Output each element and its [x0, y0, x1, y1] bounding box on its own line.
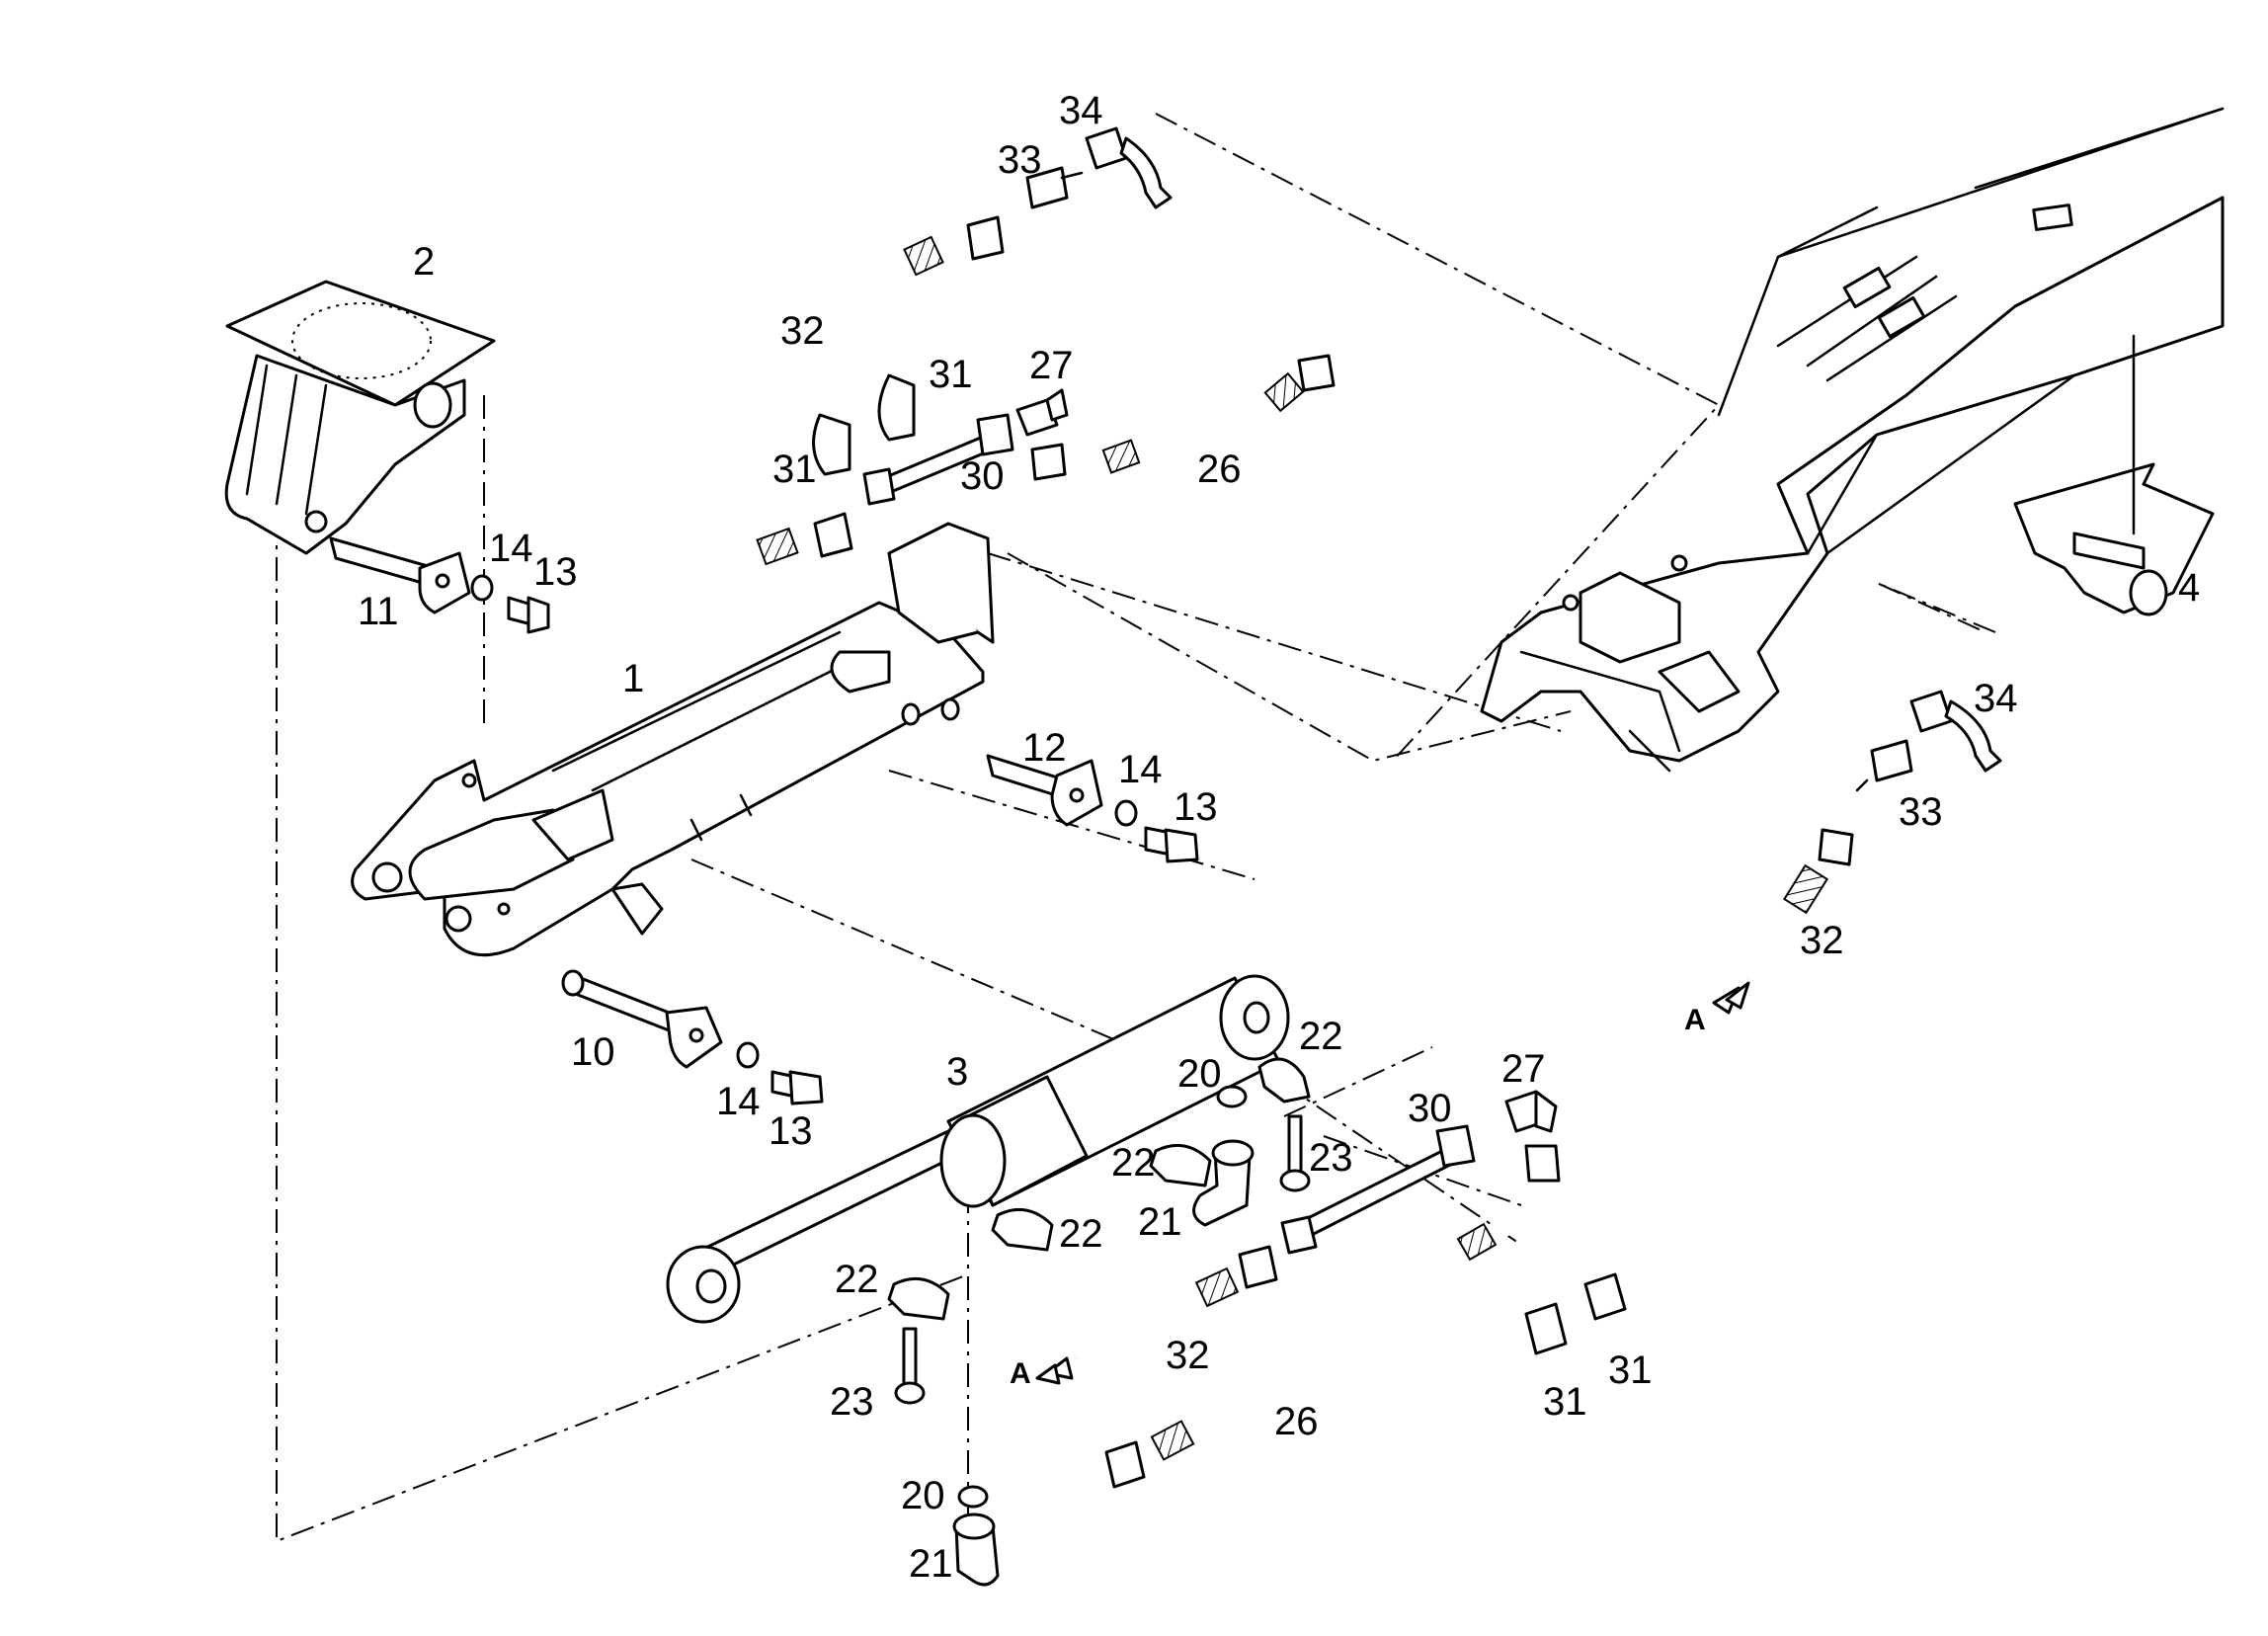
arrow-a-left — [1035, 1356, 1074, 1385]
screw-part-23-b — [894, 1327, 926, 1405]
swing-frame-part-1 — [351, 522, 995, 957]
callout-33-b: 33 — [1899, 790, 1943, 834]
clamp-part-22-d — [887, 1276, 950, 1321]
hydraulic-hose-part-26-b — [1104, 1144, 1561, 1489]
callout-31-a: 31 — [929, 353, 973, 396]
adapter-part-33-a — [1025, 166, 1084, 209]
excavator-boom — [1480, 107, 2225, 773]
callout-20-a: 20 — [1177, 1052, 1222, 1096]
adapter-part-33-b — [1855, 739, 1913, 792]
arrow-a-left-label: A — [1010, 1357, 1031, 1390]
callout-14-b: 14 — [1118, 748, 1163, 791]
callout-27-b: 27 — [1501, 1047, 1546, 1091]
elbow-fitting-part-21-a — [1192, 1139, 1255, 1227]
washer-part-20-a — [1216, 1085, 1248, 1108]
callout-11: 11 — [358, 590, 399, 633]
callout-22-a: 22 — [1299, 1015, 1343, 1058]
hydraulic-hose-part-26-a — [1030, 354, 1336, 494]
clip-part-31-d — [1524, 1302, 1568, 1355]
pin-part-10 — [561, 969, 723, 1069]
callout-34-a: 34 — [1059, 89, 1103, 132]
callout-4: 4 — [2178, 566, 2200, 610]
washer-part-14-b — [1114, 799, 1138, 827]
callout-12: 12 — [1022, 726, 1067, 770]
clamp-part-22-b — [1149, 1143, 1212, 1187]
callout-3: 3 — [946, 1050, 968, 1094]
callout-30-a: 30 — [960, 454, 1005, 498]
arrow-a-right-label: A — [1684, 1004, 1706, 1036]
callout-31-b: 31 — [772, 448, 817, 491]
callout-13-b: 13 — [1174, 785, 1218, 829]
callout-23-a: 23 — [1309, 1136, 1353, 1180]
callout-13-c: 13 — [769, 1109, 813, 1153]
bolt-part-13-c — [770, 1070, 824, 1105]
clamp-part-22-a — [1257, 1057, 1311, 1104]
callout-31-c: 31 — [1608, 1349, 1653, 1392]
hydraulic-cylinder-part-3 — [666, 974, 1290, 1324]
bolt-part-13-b — [1144, 826, 1199, 863]
callout-21-b: 21 — [909, 1542, 953, 1586]
elbow-part-27-b — [1504, 1090, 1558, 1133]
callout-31-d: 31 — [1543, 1380, 1587, 1424]
elbow-part-27-a — [1015, 388, 1069, 437]
arrow-a-right — [1712, 981, 1750, 1015]
clip-part-31-a — [877, 373, 916, 442]
cap-part-34-a — [1085, 126, 1173, 209]
callout-1: 1 — [622, 657, 644, 700]
callout-32-b: 32 — [1800, 919, 1844, 962]
callout-32-c: 32 — [1166, 1334, 1210, 1377]
callout-23-b: 23 — [830, 1380, 874, 1424]
callout-22-c: 22 — [1059, 1212, 1103, 1256]
clip-part-31-b — [812, 413, 851, 476]
cap-part-34-b — [1909, 690, 2002, 773]
elbow-fitting-part-21-b — [952, 1513, 1000, 1587]
washer-part-14-a — [470, 574, 494, 602]
clamp-part-22-c — [991, 1207, 1054, 1252]
support-bracket-part-4 — [2013, 334, 2215, 616]
callout-26-a: 26 — [1197, 448, 1242, 491]
callout-22-d: 22 — [835, 1258, 879, 1301]
callout-30-b: 30 — [1408, 1087, 1452, 1130]
callout-14-c: 14 — [716, 1080, 761, 1123]
callout-33-a: 33 — [998, 138, 1042, 182]
hydraulic-hose-part-32-c — [1073, 1245, 1278, 1365]
mounting-bracket-part-2 — [224, 280, 496, 555]
callout-34-b: 34 — [1974, 677, 2018, 720]
callout-21-a: 21 — [1138, 1200, 1182, 1244]
washer-part-14-c — [736, 1041, 760, 1069]
pin-part-11 — [329, 536, 471, 614]
callout-13-a: 13 — [533, 550, 578, 594]
hydraulic-hose-part-32-b — [1742, 828, 1854, 983]
washer-part-20-b — [957, 1485, 989, 1509]
hydraulic-hose-part-32-a — [699, 215, 1005, 566]
tube-part-30-a — [862, 413, 1014, 506]
pin-part-12 — [986, 754, 1103, 827]
hose-clamps-on-boom — [1776, 255, 1958, 382]
callout-26-b: 26 — [1274, 1400, 1319, 1443]
callout-2: 2 — [413, 240, 435, 284]
bolt-part-13-a — [507, 596, 550, 634]
callout-20-b: 20 — [901, 1474, 945, 1517]
callout-27-a: 27 — [1029, 344, 1074, 387]
callout-22-b: 22 — [1111, 1141, 1156, 1185]
tube-part-30-b — [1280, 1124, 1476, 1255]
screw-part-23-a — [1279, 1114, 1311, 1192]
callout-10: 10 — [571, 1030, 615, 1074]
callout-labels: 1 2 3 4 10 11 12 13 13 13 14 14 14 20 20… — [358, 89, 2200, 1586]
clip-part-31-c — [1583, 1272, 1627, 1321]
callout-32-a: 32 — [780, 309, 825, 353]
callout-14-a: 14 — [489, 527, 533, 570]
